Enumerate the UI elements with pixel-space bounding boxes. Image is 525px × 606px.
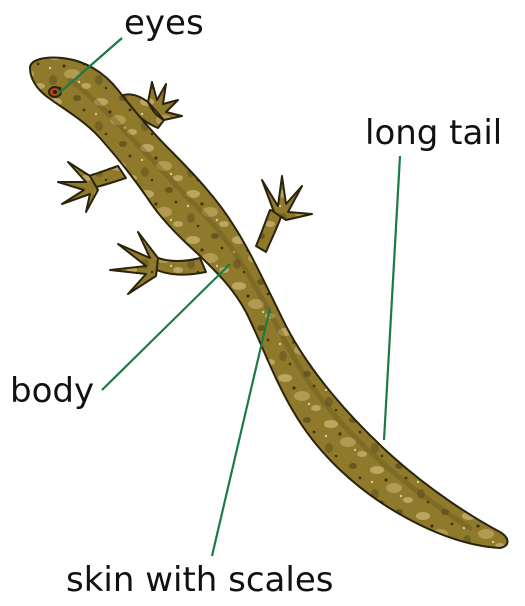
- leader-line-body: [102, 264, 230, 390]
- hind-right-leg: [256, 176, 312, 252]
- label-skin-with-scales: skin with scales: [66, 563, 333, 597]
- label-body: body: [10, 374, 94, 408]
- front-left-leg: [58, 162, 126, 212]
- leader-line-skin: [212, 308, 270, 556]
- label-eyes: eyes: [124, 6, 204, 40]
- eye-pupil: [53, 90, 57, 94]
- leader-line-long-tail: [384, 156, 400, 440]
- label-long-tail: long tail: [365, 116, 502, 150]
